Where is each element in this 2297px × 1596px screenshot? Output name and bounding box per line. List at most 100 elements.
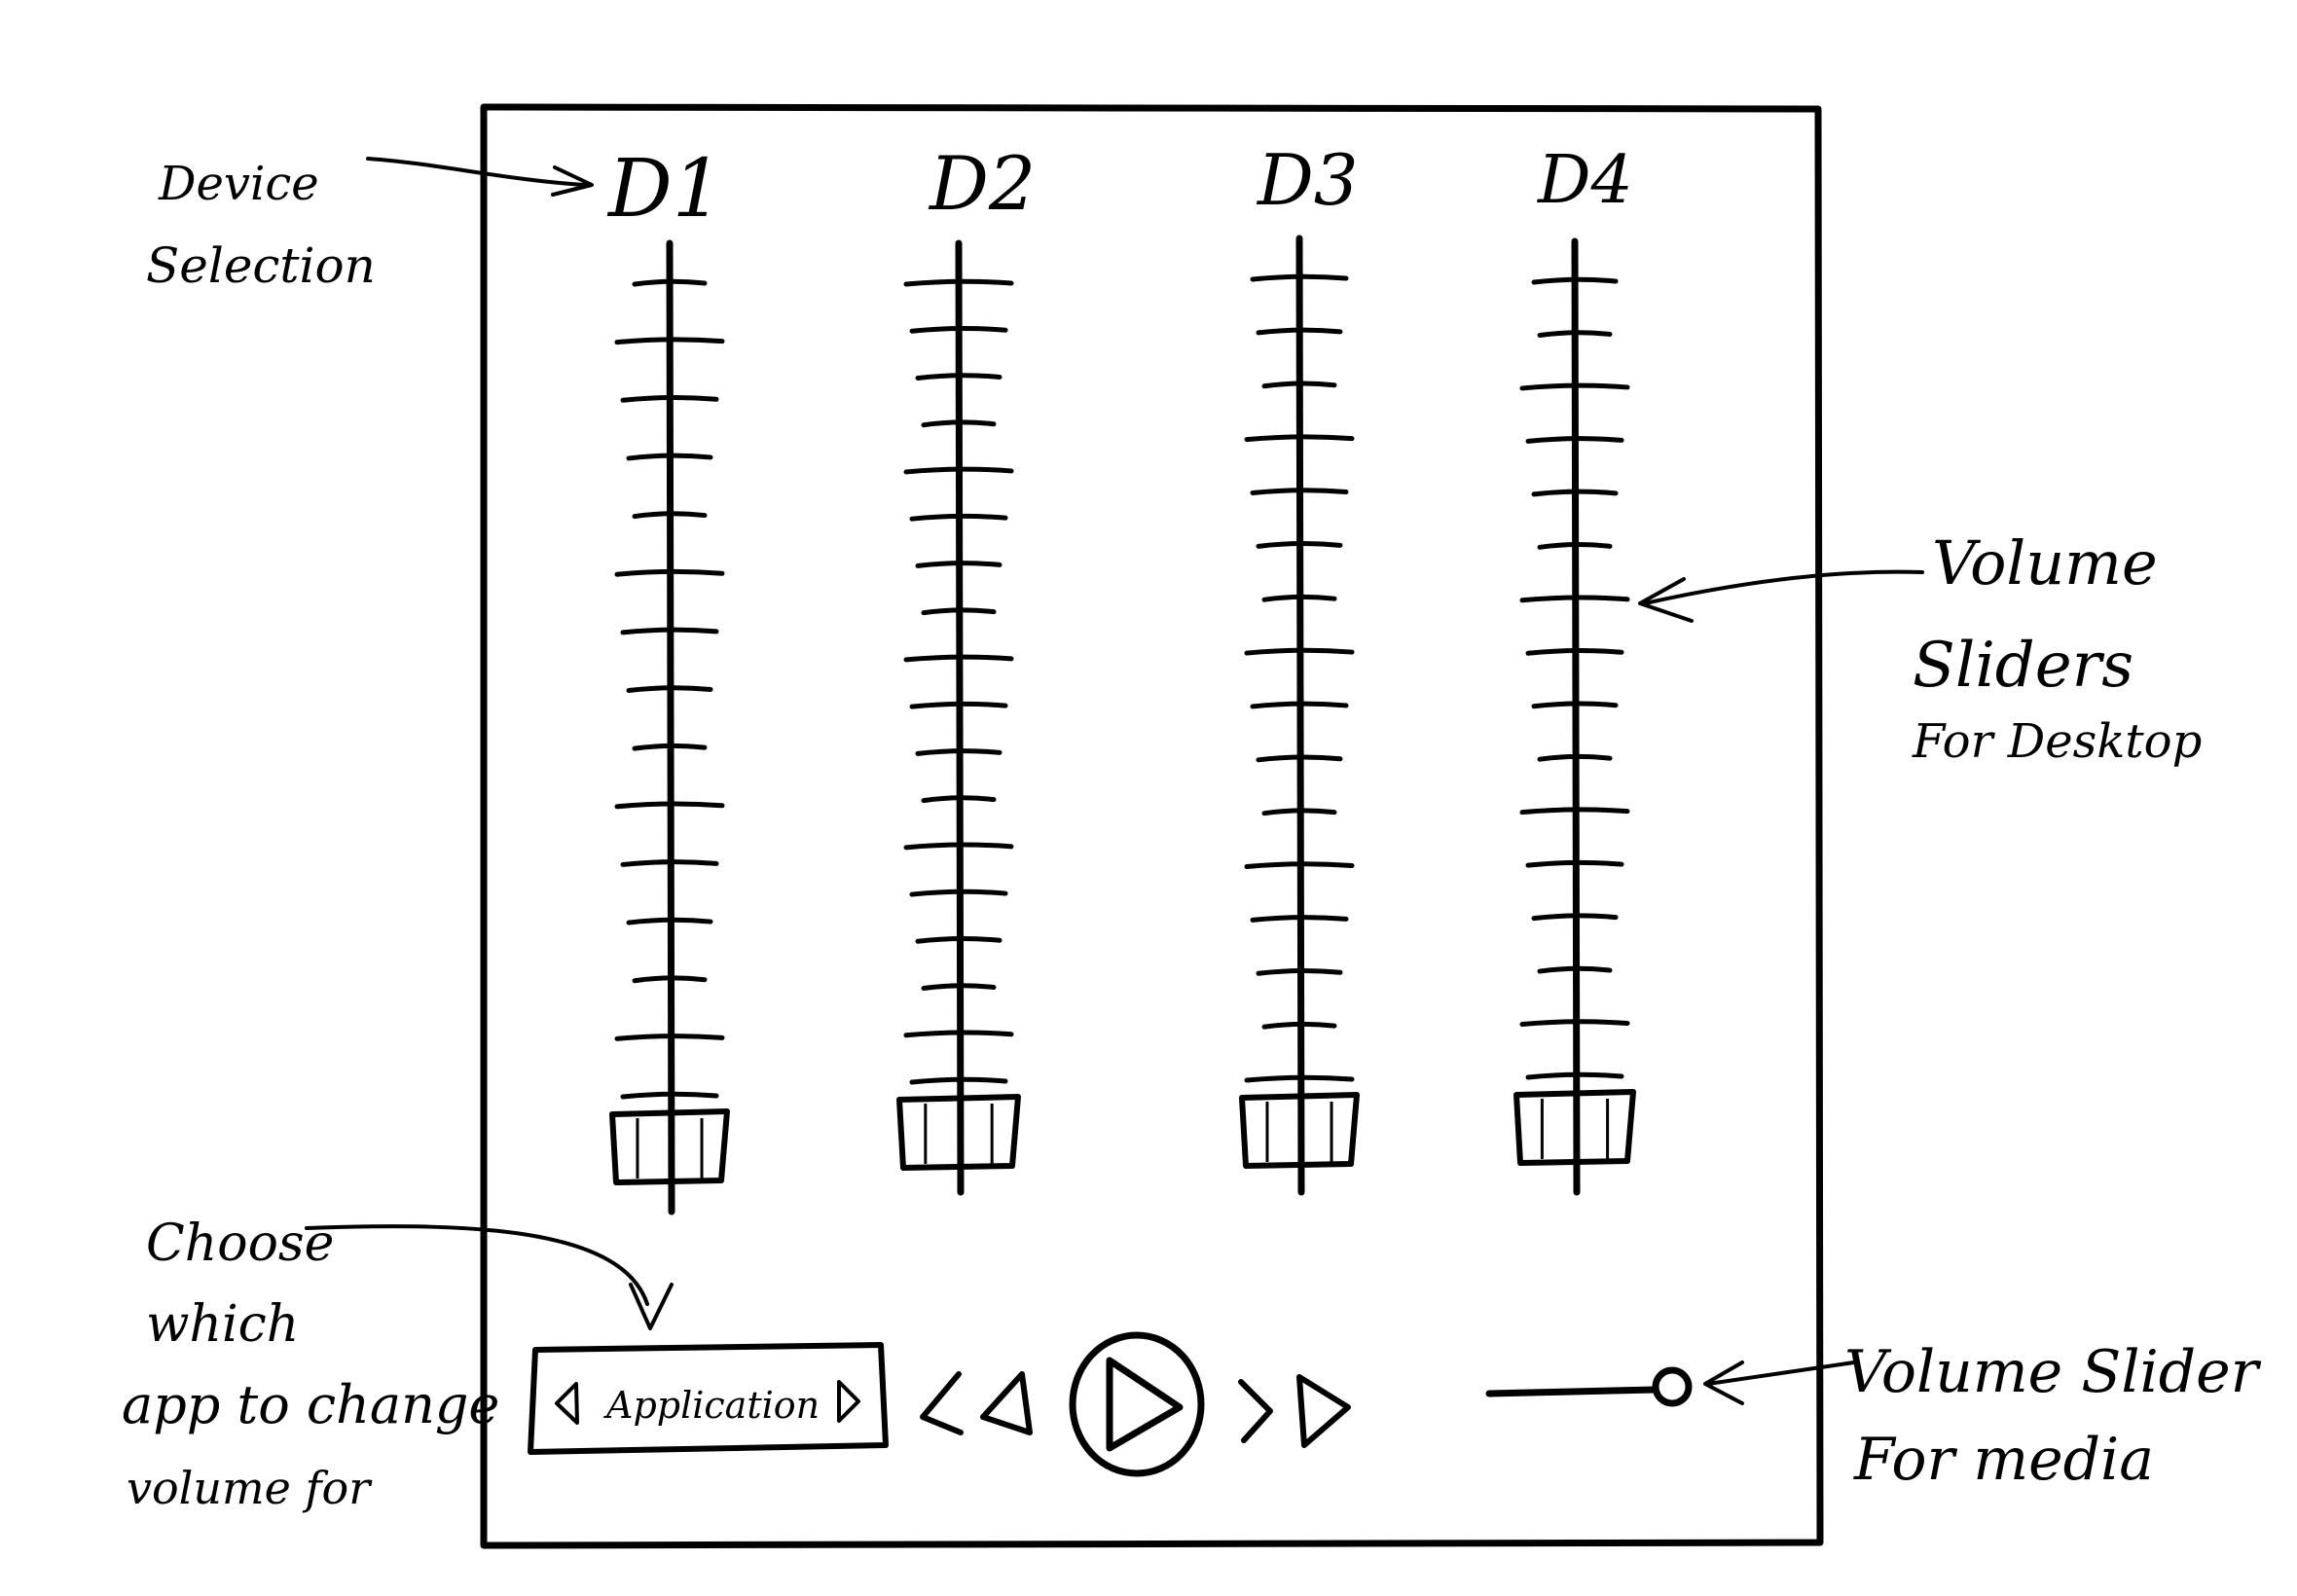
slider-tick	[1525, 859, 1624, 868]
slider-tick	[921, 983, 997, 992]
annotation-choose-app: Choose which app to change volume for	[122, 1215, 674, 1514]
slider-tick	[1531, 489, 1619, 497]
slider-tick	[915, 561, 1003, 568]
annotation-choose-text-2: which	[146, 1295, 299, 1354]
previous-track-button[interactable]	[920, 1371, 1033, 1435]
slider-tick	[620, 1091, 719, 1100]
device-tab-d3[interactable]: D3	[1256, 139, 1359, 221]
annotation-choose-arrow	[305, 1224, 674, 1330]
play-icon	[1106, 1357, 1184, 1452]
annotation-media-slider: Volume Slider For media	[1703, 1338, 2262, 1494]
application-label: Application	[603, 1384, 820, 1427]
annotation-sliders-text-1: Volume	[1932, 527, 2158, 598]
slider-tick	[903, 278, 1014, 287]
slider-tick	[1537, 965, 1613, 974]
application-prev-icon[interactable]	[555, 1382, 579, 1425]
next-track-button[interactable]	[1238, 1374, 1351, 1448]
slider-tick	[903, 1030, 1014, 1038]
slider-tick	[1537, 542, 1613, 550]
slider-tick	[1525, 648, 1624, 656]
slider-tick	[626, 917, 713, 925]
slider-knob[interactable]	[609, 1108, 730, 1185]
slider-tick	[1250, 701, 1349, 709]
device-tab-d1[interactable]: D1	[606, 143, 723, 236]
annotation-device-selection: Device Selection	[146, 157, 594, 294]
volume-slider-d3[interactable]	[1239, 235, 1360, 1196]
slider-tick	[903, 654, 1014, 663]
annotation-media-arrow	[1703, 1360, 1856, 1405]
slider-tick	[1250, 915, 1349, 923]
device-tab-d2[interactable]: D2	[928, 140, 1036, 227]
slider-tick	[909, 889, 1008, 897]
slider-tick	[921, 795, 997, 804]
slider-tick	[1256, 327, 1343, 336]
slider-tick	[1525, 1071, 1624, 1080]
forward-icon-right	[1296, 1374, 1351, 1448]
slider-tick	[1250, 488, 1349, 495]
application-next-icon[interactable]	[837, 1380, 860, 1423]
play-button-circle	[1069, 1331, 1205, 1477]
slider-tick	[1531, 701, 1619, 709]
slider-tick	[1525, 436, 1624, 444]
slider-tick	[921, 419, 997, 428]
annotation-choose-text-3: app to change	[122, 1374, 499, 1435]
slider-tick	[620, 395, 719, 403]
slider-tick	[909, 1076, 1008, 1085]
slider-knob[interactable]	[1239, 1092, 1360, 1169]
slider-tick	[626, 453, 713, 461]
slider-tick	[1256, 968, 1343, 976]
slider-tick	[903, 842, 1014, 851]
annotation-device-text-1: Device	[158, 157, 319, 211]
device-tab-d4[interactable]: D4	[1536, 142, 1633, 219]
slider-tick	[614, 1034, 725, 1041]
slider-tick	[1256, 541, 1343, 549]
slider-tick	[1531, 276, 1619, 285]
forward-icon-left	[1238, 1379, 1273, 1443]
slider-track	[955, 239, 965, 1196]
slider-tick	[632, 511, 708, 520]
slider-tick	[1537, 330, 1613, 338]
annotation-device-arrow	[366, 157, 594, 197]
slider-tick	[1244, 1074, 1355, 1083]
media-volume-knob[interactable]	[1652, 1366, 1693, 1407]
slider-tick	[1261, 381, 1337, 389]
slider-knob[interactable]	[1513, 1089, 1636, 1166]
volume-slider-d4[interactable]	[1513, 237, 1636, 1196]
application-selector[interactable]: Application	[528, 1342, 889, 1455]
volume-slider-d2[interactable]	[896, 239, 1021, 1196]
slider-knob[interactable]	[896, 1094, 1021, 1171]
annotation-sliders-arrow	[1638, 569, 1924, 623]
slider-track	[1571, 237, 1581, 1196]
rewind-icon-left	[920, 1371, 964, 1435]
volume-slider-d1[interactable]	[609, 239, 730, 1215]
annotation-device-text-2: Selection	[146, 237, 376, 294]
slider-tick	[1261, 594, 1337, 602]
play-button[interactable]	[1069, 1331, 1205, 1477]
slider-tick	[1250, 273, 1349, 282]
slider-tick	[915, 373, 1003, 381]
media-volume-track	[1485, 1386, 1659, 1397]
slider-tick	[909, 701, 1008, 709]
slider-tick	[909, 513, 1008, 522]
slider-tick	[1261, 1021, 1337, 1030]
slider-track	[1295, 235, 1305, 1196]
annotation-sliders-text-2: Sliders	[1913, 630, 2133, 702]
slider-tick	[632, 743, 708, 751]
slider-tick	[1244, 647, 1355, 656]
slider-tick	[1519, 1019, 1630, 1028]
slider-tick	[614, 568, 725, 577]
media-volume-slider[interactable]	[1485, 1366, 1693, 1407]
application-selector-box	[528, 1342, 889, 1455]
slider-tick	[1531, 913, 1619, 922]
rewind-icon-right	[980, 1371, 1033, 1435]
slider-tick	[632, 278, 708, 287]
annotation-volume-sliders: Volume Sliders For Desktop	[1638, 527, 2202, 769]
slider-tick	[620, 859, 719, 867]
slider-tick	[620, 627, 719, 635]
annotation-choose-text-1: Choose	[146, 1215, 334, 1273]
slider-tick	[1519, 382, 1630, 391]
slider-tick	[1244, 861, 1355, 870]
slider-tick	[626, 685, 713, 693]
slider-tick	[1519, 595, 1630, 603]
